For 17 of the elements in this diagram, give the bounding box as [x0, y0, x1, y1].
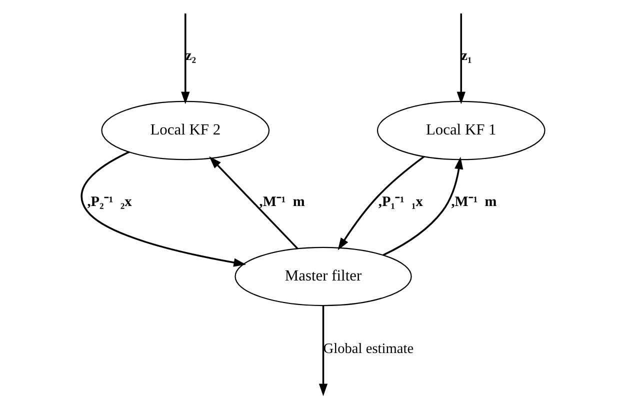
arrow: [318, 305, 328, 396]
edge-label: ,M⁻¹ m: [259, 194, 305, 210]
edge-label: ,P₂⁻¹ ₂x: [87, 194, 132, 210]
arrow: [181, 14, 190, 104]
node-ellipse: Master filter: [234, 246, 412, 306]
edge-label: z₁: [461, 48, 472, 64]
arrow: [338, 156, 425, 250]
edge-label: Global estimate: [323, 341, 414, 358]
arrow: [456, 14, 466, 104]
arrow: [209, 156, 298, 250]
edge-label: ,M⁻¹ m: [451, 194, 497, 210]
node-ellipse: Local KF 1: [376, 100, 546, 160]
edge-label: ,P₁⁻¹ ₁x: [378, 194, 423, 210]
edge-label: z₂: [185, 48, 196, 64]
node-ellipse: Local KF 2: [101, 100, 270, 160]
arrow: [80, 151, 246, 267]
arrow: [382, 156, 464, 256]
